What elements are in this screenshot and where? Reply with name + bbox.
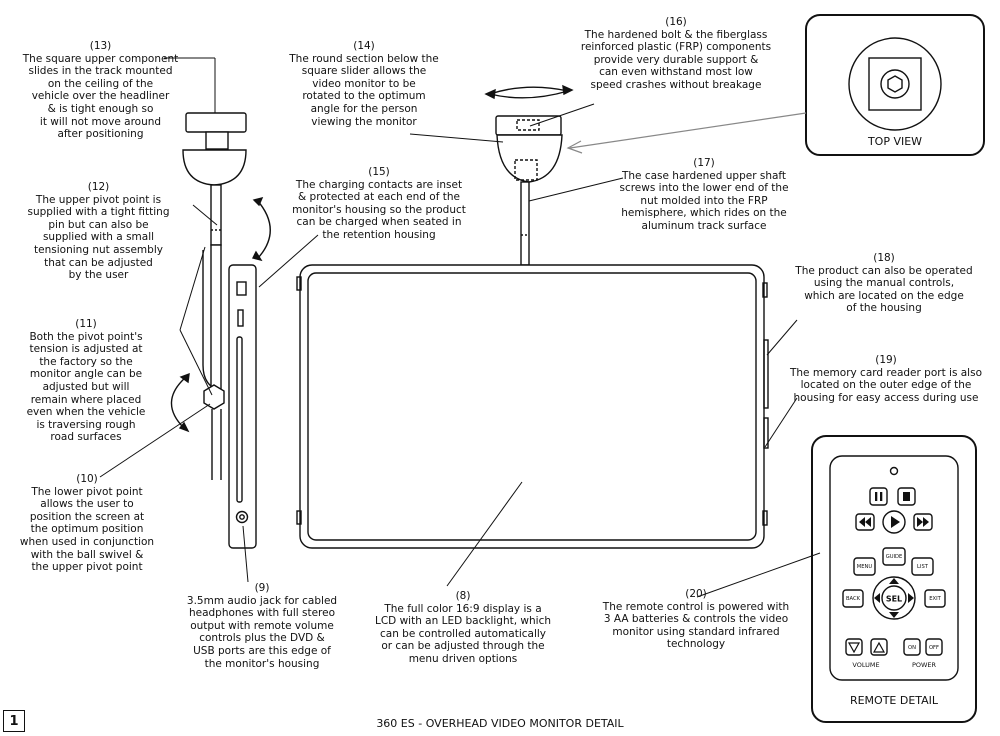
remote-guide-label: GUIDE xyxy=(886,554,903,560)
callout-13: (13)The square upper component slides in… xyxy=(8,40,193,141)
callout-12: (12)The upper pivot point is supplied wi… xyxy=(16,181,181,282)
callout-18: (18)The product can also be operated usi… xyxy=(774,252,994,315)
remote-power-label: POWER xyxy=(912,661,937,669)
callout-8: (8)The full color 16:9 display is a LCD … xyxy=(368,590,558,666)
footer-title: 360 ES - OVERHEAD VIDEO MONITOR DETAIL xyxy=(0,717,1000,730)
remote-back-label: BACK xyxy=(846,596,861,602)
callout-10: (10)The lower pivot point allows the use… xyxy=(14,473,160,574)
top-view-label: TOP VIEW xyxy=(830,135,960,148)
remote-exit-label: EXIT xyxy=(929,596,941,602)
callout-11: (11)Both the pivot point's tension is ad… xyxy=(16,318,156,444)
callout-15: (15)The charging contacts are inset & pr… xyxy=(282,166,476,242)
remote-on-label: ON xyxy=(908,645,916,651)
callout-14: (14)The round section below the square s… xyxy=(280,40,448,128)
top-view-panel xyxy=(806,15,984,155)
callout-17: (17)The case hardened upper shaft screws… xyxy=(604,157,804,233)
remote-menu-label: MENU xyxy=(857,564,873,570)
side-view-assembly xyxy=(171,113,270,548)
callout-20: (20)The remote control is powered with 3… xyxy=(585,588,807,651)
monitor-front-view xyxy=(297,86,768,548)
callout-19: (19)The memory card reader port is also … xyxy=(775,354,997,404)
remote-sel-label: SEL xyxy=(886,595,902,604)
remote-off-label: OFF xyxy=(929,645,939,651)
callout-9: (9)3.5mm audio jack for cabled headphone… xyxy=(176,582,348,670)
remote-detail-label: REMOTE DETAIL xyxy=(812,694,976,707)
remote-list-label: LIST xyxy=(917,564,929,570)
remote-volume-label: VOLUME xyxy=(852,661,879,669)
callout-16: (16)The hardened bolt & the fiberglass r… xyxy=(566,16,786,92)
